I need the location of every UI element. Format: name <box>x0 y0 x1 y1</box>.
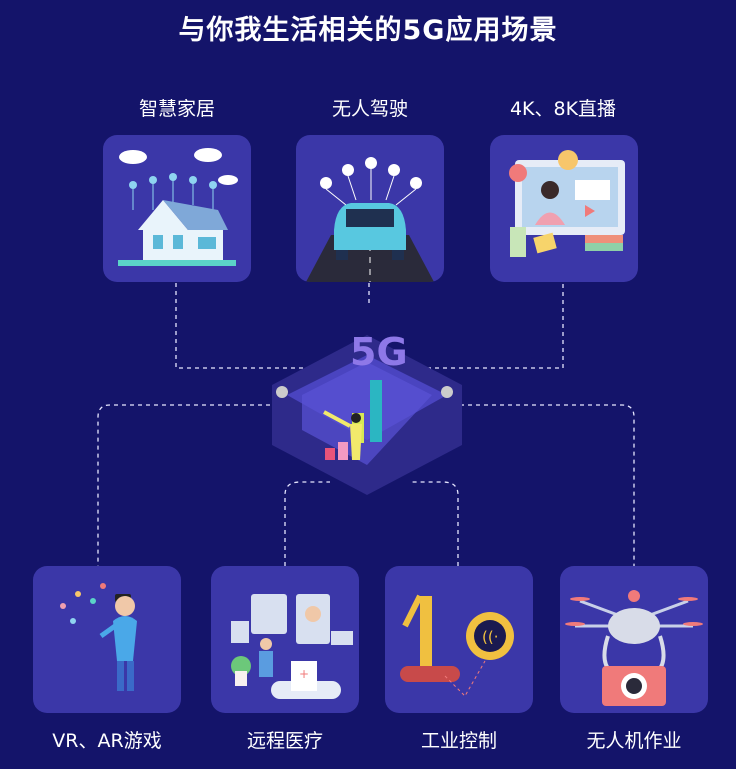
drone-operation-card <box>560 566 708 713</box>
telemedicine-card: + <box>211 566 359 713</box>
live-stream-icon <box>509 150 625 257</box>
5g-center-illustration: 5G <box>272 330 462 495</box>
scenario-label-self-driving: 无人驾驶 <box>331 98 408 120</box>
scenario-label-drone: 无人机作业 <box>586 730 682 752</box>
page-title: 与你我生活相关的5G应用场景 <box>178 15 558 46</box>
industrial-control-card: ((· <box>385 566 533 713</box>
scenario-label-industrial-control: 工业控制 <box>420 730 497 752</box>
self-driving-card <box>296 135 444 282</box>
svg-text:+: + <box>299 667 309 681</box>
vr-ar-gaming-card <box>33 566 181 713</box>
industrial-robot-arm-icon: ((· <box>400 594 514 697</box>
scenario-label-live-stream: 4K、8K直播 <box>509 98 617 120</box>
5g-badge: 5G <box>350 330 408 374</box>
live-stream-card <box>490 135 638 282</box>
scenario-label-vr-ar: VR、AR游戏 <box>52 730 162 752</box>
telemedicine-icon: + <box>231 594 353 699</box>
scenario-label-telemedicine: 远程医疗 <box>246 730 323 752</box>
vr-headset-icon <box>60 583 137 691</box>
scenario-label-smart-home: 智慧家居 <box>138 98 215 120</box>
smart-home-icon <box>118 148 238 266</box>
self-driving-car-icon <box>306 157 434 282</box>
svg-text:((·: ((· <box>482 628 498 646</box>
smart-home-card <box>103 135 251 282</box>
drone-camera-icon <box>565 590 703 706</box>
